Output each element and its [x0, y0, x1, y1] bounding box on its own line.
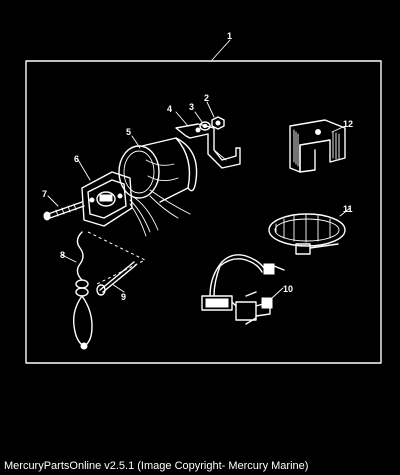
leader-10: [271, 287, 284, 299]
part-12-bracket: [289, 119, 346, 173]
callout-8: 8: [60, 250, 65, 260]
part-4-mounting-bracket: [175, 123, 241, 169]
callout-3: 3: [189, 102, 194, 112]
leader-5: [131, 135, 141, 149]
callout-4: 4: [167, 104, 172, 114]
leader-4: [175, 111, 189, 127]
leader-7: [47, 195, 59, 207]
part-10-wire-harness: [201, 254, 285, 325]
part-8-lanyard: [72, 231, 147, 350]
callout-6: 6: [74, 154, 79, 164]
callout-9: 9: [121, 292, 126, 302]
callout-12: 12: [343, 119, 353, 129]
leader-2: [206, 101, 215, 118]
callout-5: 5: [126, 127, 131, 137]
part-7-screw: [43, 201, 85, 221]
callout-1: 1: [227, 31, 232, 41]
part-6-lens-assembly: [81, 171, 159, 237]
part-2-nut: [211, 116, 225, 130]
leader-6: [76, 157, 91, 181]
leader-8: [61, 254, 77, 263]
leader-11: [339, 207, 351, 217]
callout-10: 10: [283, 284, 293, 294]
leader-1: [211, 39, 231, 61]
diagram-frame: [25, 60, 382, 364]
callout-2: 2: [204, 93, 209, 103]
copyright-footer: MercuryPartsOnline v2.5.1 (Image Copyrig…: [4, 460, 309, 472]
callout-7: 7: [42, 189, 47, 199]
part-3-washer: [199, 121, 211, 131]
leader-3: [194, 111, 203, 123]
part-11-cable-tie: [268, 213, 346, 255]
leader-9: [111, 283, 125, 293]
callout-11: 11: [343, 204, 353, 214]
leader-12: [331, 126, 344, 133]
part-9-pin: [96, 261, 137, 296]
